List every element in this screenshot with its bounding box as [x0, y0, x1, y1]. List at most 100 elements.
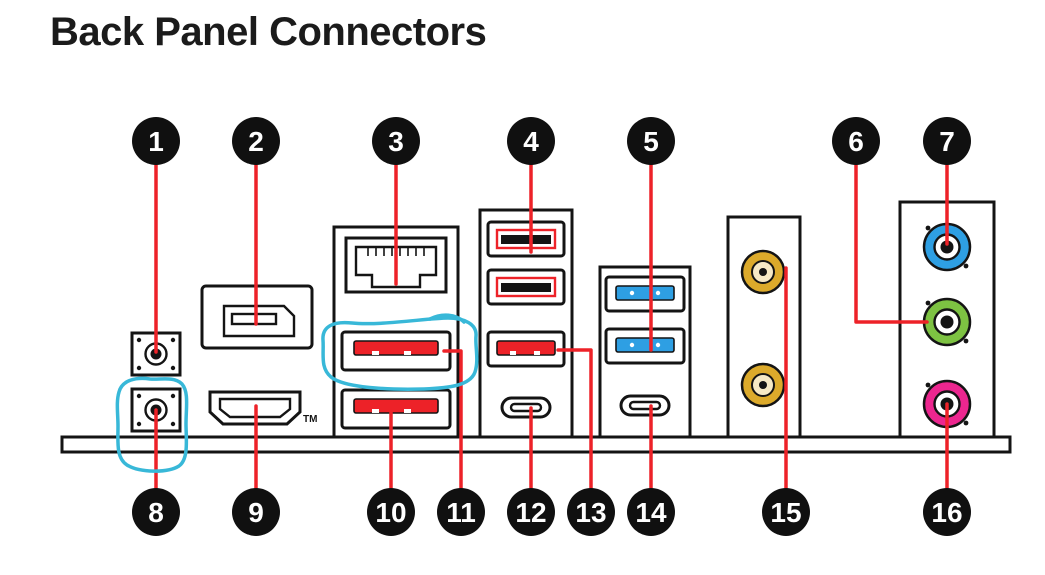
- lan-pins: [367, 247, 425, 256]
- callout-number: 2: [248, 126, 264, 157]
- usb-contact-notch: [372, 409, 379, 413]
- annotation-stroke-overlap: [428, 313, 466, 324]
- callout-6: 6: [832, 117, 880, 165]
- screw-dot: [136, 337, 142, 343]
- usb-c-slot: [509, 402, 543, 413]
- wifi-antenna-block: [726, 215, 802, 439]
- screw-dot: [925, 225, 931, 231]
- displayport-slot: [230, 312, 278, 326]
- usb-tongue: [353, 340, 439, 356]
- callout-circle: [762, 488, 810, 536]
- callout-number: 11: [446, 497, 476, 528]
- audio-line-out-jack: [922, 297, 972, 347]
- callout-circle: [232, 488, 280, 536]
- audio-block: [898, 200, 996, 439]
- jack-hole: [940, 315, 954, 329]
- leader-lines: [154, 163, 949, 490]
- callout-circle: [132, 117, 180, 165]
- hdmi-trademark-label: TM: [303, 414, 317, 425]
- callout-circle: [627, 117, 675, 165]
- lan-jack: [354, 245, 438, 289]
- callout-11: 11: [437, 488, 485, 536]
- callout-7: 7: [923, 117, 971, 165]
- usb-contact-notch: [534, 351, 540, 355]
- callout-circle: [507, 488, 555, 536]
- callout-circle: [367, 488, 415, 536]
- callout-number: 10: [375, 497, 406, 528]
- screw-dot: [136, 421, 142, 427]
- usb-tongue: [615, 285, 675, 301]
- screw-dot: [170, 393, 176, 399]
- callout-circle: [437, 488, 485, 536]
- callout-number: 7: [939, 126, 955, 157]
- callout-number: 3: [388, 126, 404, 157]
- screw-dot: [170, 421, 176, 427]
- usb-c-outer: [619, 394, 671, 417]
- callout-circle: [232, 117, 280, 165]
- usb-block-right: [598, 265, 692, 439]
- callout-circle: [372, 117, 420, 165]
- usb-contact-notch: [404, 351, 411, 355]
- usb-tongue: [615, 337, 675, 353]
- usb-blue-port-2: [604, 327, 686, 365]
- callout-number: 1: [148, 126, 164, 157]
- antenna-pin: [759, 268, 767, 276]
- screw-dot: [925, 300, 931, 306]
- callouts: 1 2 3 4 5 6 7: [132, 117, 971, 536]
- annotation-loop-button-bottom: [115, 376, 189, 473]
- hdmi-port: TM: [208, 390, 317, 426]
- callout-number: 5: [643, 126, 659, 157]
- leader-line-13: [556, 348, 593, 490]
- usb-contact-dot: [629, 290, 635, 296]
- callout-4: 4: [507, 117, 555, 165]
- screw-dot: [170, 365, 176, 371]
- audio-line-in-jack: [922, 222, 972, 272]
- callout-number: 13: [575, 497, 606, 528]
- callout-2: 2: [232, 117, 280, 165]
- screw-dot: [963, 263, 969, 269]
- callout-number: 4: [523, 126, 539, 157]
- callout-10: 10: [367, 488, 415, 536]
- callout-number: 15: [770, 497, 801, 528]
- usb-tongue: [496, 340, 556, 356]
- usb2-tongue: [501, 235, 551, 244]
- usb-c-port-left: [500, 396, 552, 419]
- usb2-tongue: [501, 283, 551, 292]
- usb-contact-notch: [404, 409, 411, 413]
- callout-circle: [923, 117, 971, 165]
- callout-8: 8: [132, 488, 180, 536]
- callout-circle: [132, 488, 180, 536]
- callout-3: 3: [372, 117, 420, 165]
- screw-dot: [925, 382, 931, 388]
- usb-c-port-right: [619, 394, 671, 417]
- usb-contact-notch: [372, 351, 379, 355]
- callout-number: 14: [635, 497, 667, 528]
- usb-contact-notch: [510, 351, 516, 355]
- callout-5: 5: [627, 117, 675, 165]
- usb-contact-dot: [655, 342, 661, 348]
- callout-16: 16: [923, 488, 971, 536]
- usb-blue-port-1: [604, 275, 686, 313]
- callout-circle: [567, 488, 615, 536]
- button-center: [150, 348, 162, 360]
- usb2-port-1: [486, 220, 566, 258]
- antenna-connector-top: [740, 249, 786, 295]
- usb-c-slot: [628, 400, 662, 411]
- callout-14: 14: [627, 488, 675, 536]
- hand-drawn-annotations: [115, 313, 479, 473]
- page-title: Back Panel Connectors: [50, 10, 487, 54]
- panel-bar: [60, 435, 1012, 454]
- callout-number: 12: [515, 497, 546, 528]
- screw-dot: [963, 420, 969, 426]
- screw-dot: [136, 365, 142, 371]
- callout-number: 8: [148, 497, 164, 528]
- usb-red-port-upper: [340, 330, 452, 372]
- antenna-connector-bottom: [740, 362, 786, 408]
- callout-circle: [923, 488, 971, 536]
- callout-circle: [627, 488, 675, 536]
- annotation-loop-usb-port: [321, 316, 479, 391]
- usb-block-left: [478, 208, 574, 439]
- usb-red-port-right: [486, 330, 566, 368]
- usb2-port-2: [486, 268, 566, 306]
